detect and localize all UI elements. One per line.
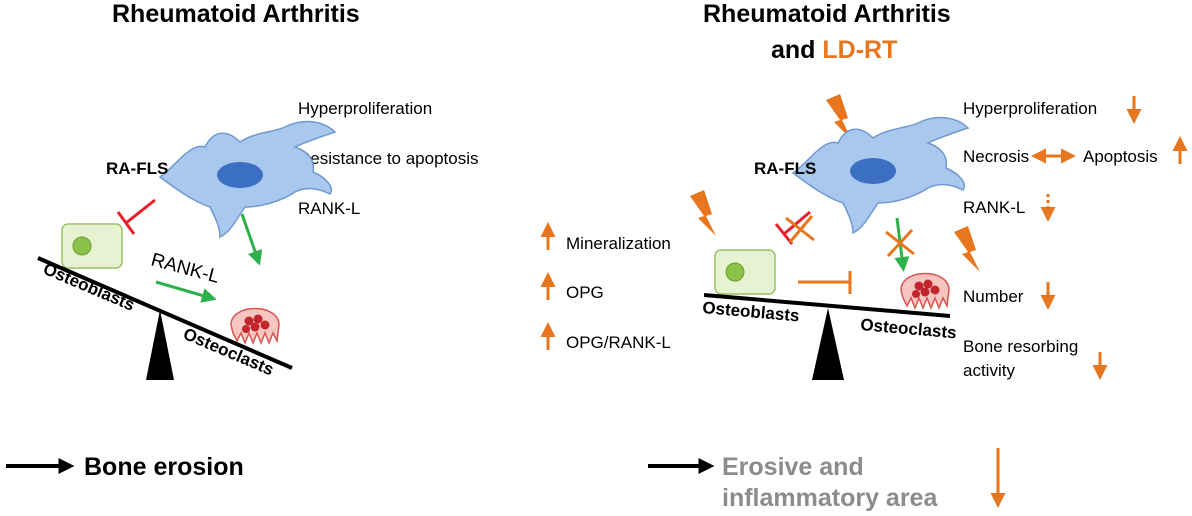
- left-effect-rankl: RANK-L: [298, 199, 360, 218]
- right-effect-necrosis: Necrosis: [963, 147, 1029, 166]
- left-effect-hyperproliferation: Hyperproliferation: [298, 99, 432, 118]
- fibroblast-cell-icon: [792, 116, 969, 234]
- right-panel: Rheumatoid Arthritis and LD-RT RA-FLS Hy…: [540, 0, 1188, 512]
- osteoblast-effect-mineralization: Mineralization: [566, 234, 671, 253]
- seesaw-fulcrum-icon: [146, 310, 174, 380]
- right-effect-apoptosis: Apoptosis: [1083, 147, 1158, 166]
- right-effect-hyperproliferation: Hyperproliferation: [963, 99, 1097, 118]
- right-outcome-line1: Erosive and: [722, 453, 864, 481]
- right-title-prefix: and: [771, 36, 822, 64]
- stimulation-arrow: [240, 213, 263, 266]
- cross-mark: [788, 215, 814, 243]
- left-effect-resistance-apoptosis: Resistance to apoptosis: [298, 149, 479, 168]
- cross-mark: [886, 228, 914, 258]
- right-osteoclasts-label: Osteoclasts: [860, 315, 958, 342]
- osteoblast-cell-icon: [61, 223, 123, 269]
- rankl-arrow: [155, 280, 217, 303]
- right-effect-bone-resorbing-1: Bone resorbing: [963, 337, 1078, 356]
- inhibition-bar: [116, 211, 136, 235]
- osteoblast-effect-opg: OPG: [566, 283, 604, 302]
- right-effect-bone-resorbing-2: activity: [963, 361, 1015, 380]
- osteoclast-cell-icon: [230, 307, 280, 344]
- right-title-line1: Rheumatoid Arthritis: [703, 0, 951, 28]
- left-rafls-label: RA-FLS: [106, 159, 168, 178]
- osteoblast-effect-opg-rankl: OPG/RANK-L: [566, 333, 671, 352]
- right-title-line2: and LD-RT: [771, 36, 897, 64]
- left-title: Rheumatoid Arthritis: [112, 0, 360, 28]
- right-title-highlight: LD-RT: [822, 36, 897, 64]
- left-panel: Rheumatoid Arthritis Hyperproliferation …: [6, 0, 479, 481]
- inhibition-line: [125, 198, 156, 225]
- osteoblast-cell-icon: [714, 249, 776, 295]
- fibroblast-cell-icon: [159, 120, 336, 238]
- right-rafls-label: RA-FLS: [754, 159, 816, 178]
- right-effect-rankl: RANK-L: [963, 198, 1025, 217]
- osteoclast-cell-icon: [900, 272, 950, 309]
- right-effect-number: Number: [963, 287, 1024, 306]
- seesaw-fulcrum-icon: [812, 308, 844, 380]
- left-outcome: Bone erosion: [84, 453, 244, 481]
- right-outcome-line2: inflammatory area: [722, 484, 938, 512]
- lightning-bolt-icon: [690, 190, 716, 236]
- seesaw-beam: [37, 256, 293, 370]
- lightning-bolt-icon: [954, 226, 980, 272]
- seesaw-beam: [703, 293, 951, 318]
- inhibition-line: [783, 210, 811, 236]
